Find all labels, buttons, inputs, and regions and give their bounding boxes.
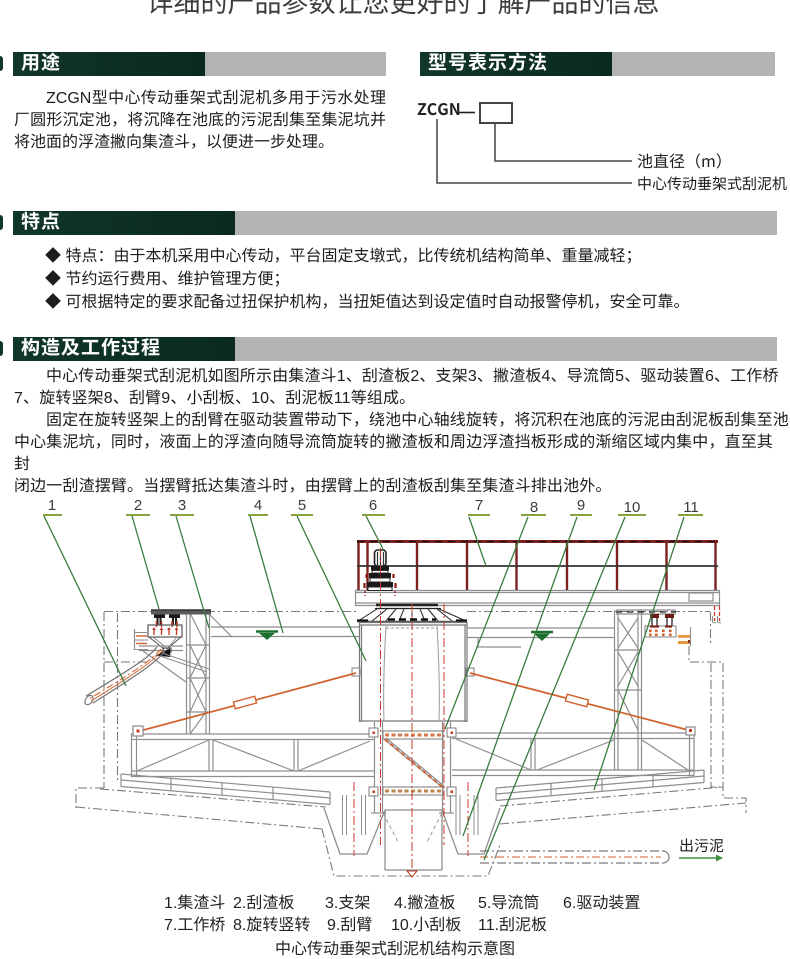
- svg-text:4: 4: [254, 497, 262, 514]
- svg-text:10: 10: [624, 499, 641, 516]
- svg-text:出污泥: 出污泥: [679, 835, 724, 856]
- svg-text:池直径（m）: 池直径（m）: [637, 148, 732, 172]
- svg-text:7: 7: [475, 497, 483, 514]
- svg-text:11: 11: [683, 499, 699, 516]
- svg-text:2: 2: [134, 497, 142, 514]
- svg-text:ZCGN: ZCGN: [417, 96, 461, 120]
- svg-text:6: 6: [369, 497, 377, 514]
- svg-text:9: 9: [577, 497, 585, 514]
- svg-text:3: 3: [178, 497, 186, 514]
- svg-text:8: 8: [530, 499, 538, 516]
- svg-text:中心传动垂架式刮泥机: 中心传动垂架式刮泥机: [637, 173, 787, 194]
- svg-text:5: 5: [298, 497, 306, 514]
- svg-text:1: 1: [48, 497, 56, 514]
